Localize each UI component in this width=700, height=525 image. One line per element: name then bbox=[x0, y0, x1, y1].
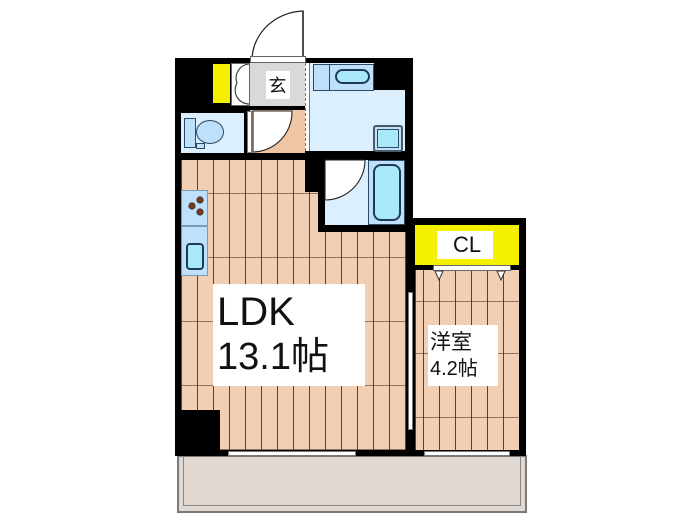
vanity-divider bbox=[329, 64, 330, 91]
stove-counter bbox=[181, 190, 208, 226]
toilet-bowl-icon bbox=[196, 120, 224, 144]
closet: CL bbox=[415, 225, 519, 265]
washing-machine-pan bbox=[373, 125, 403, 152]
bedroom-window[interactable] bbox=[424, 451, 510, 456]
toilet-door-jamb bbox=[247, 111, 252, 153]
kitchen-sink-icon bbox=[186, 243, 204, 270]
toilet-tank bbox=[184, 118, 196, 148]
shoe-cabinet bbox=[213, 64, 230, 103]
closet-label: CL bbox=[452, 232, 482, 257]
column-bottom-left bbox=[175, 410, 220, 455]
balcony-inner-rail bbox=[183, 456, 521, 506]
sink-basin-icon bbox=[335, 69, 370, 84]
toilet-control bbox=[196, 143, 205, 149]
entrance-label: 玄 bbox=[265, 70, 290, 99]
bathtub-icon bbox=[373, 164, 401, 221]
western-room-size: 4.2帖 bbox=[430, 357, 478, 380]
balcony bbox=[177, 455, 527, 513]
western-room-name: 洋室 bbox=[430, 329, 472, 354]
entrance-threshold bbox=[250, 56, 306, 63]
ldk-name: LDK bbox=[217, 290, 295, 334]
closet-door-track[interactable] bbox=[433, 265, 511, 271]
washroom-corner-wall bbox=[374, 58, 413, 90]
entrance-floor: 玄 bbox=[250, 63, 305, 106]
bedroom-sliding-door[interactable] bbox=[408, 292, 413, 430]
ldk-size: 13.1帖 bbox=[217, 336, 329, 378]
western-room-label: 洋室 4.2帖 bbox=[428, 325, 498, 386]
dressing-door-dashed[interactable] bbox=[305, 63, 310, 151]
closet-label-bg bbox=[437, 231, 493, 259]
ldk-label: LDK 13.1帖 bbox=[213, 284, 365, 386]
ldk-window[interactable] bbox=[228, 451, 356, 456]
